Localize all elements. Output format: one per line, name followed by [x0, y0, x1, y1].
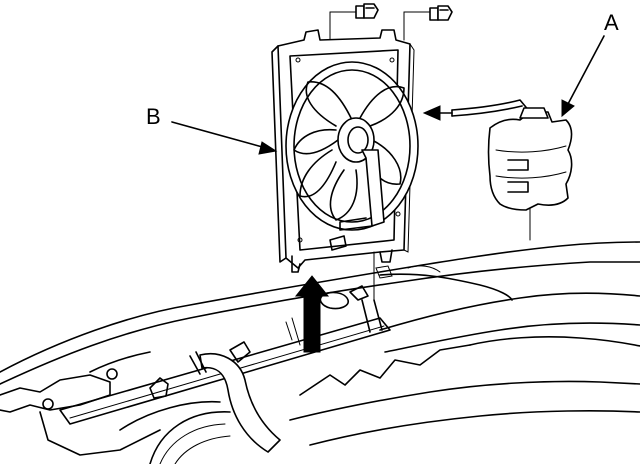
mounting-bolt-left: [355, 3, 379, 19]
engine-bay: [0, 241, 640, 464]
callout-b-leader: [171, 121, 278, 155]
fan-shroud-assembly: [271, 3, 453, 273]
mounting-bolt-right: [429, 5, 453, 21]
callout-a-label: A: [604, 10, 619, 35]
direction-arrow-to-shroud: [422, 105, 453, 121]
removal-direction-arrow: [294, 275, 330, 353]
callout-b-label: B: [146, 104, 161, 129]
callout-a-leader: [561, 35, 605, 118]
coolant-reservoir: [451, 99, 573, 241]
